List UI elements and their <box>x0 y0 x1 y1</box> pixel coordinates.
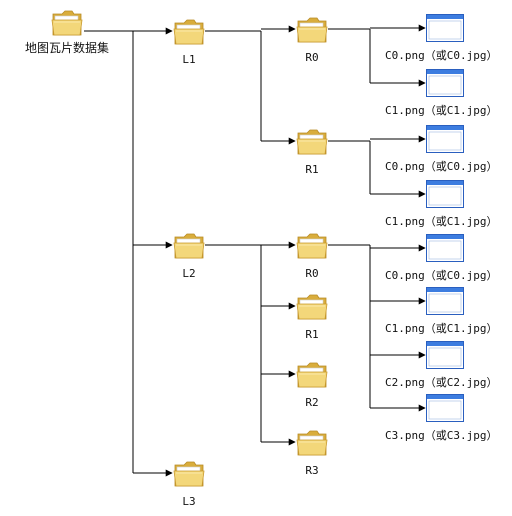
folder-icon <box>296 294 328 320</box>
file-label: C0.png（或C0.jpg） <box>385 269 498 282</box>
folder-icon <box>296 129 328 155</box>
image-file-icon <box>426 341 464 369</box>
folder-icon <box>173 461 205 487</box>
row-label-r2: R2 <box>305 396 319 409</box>
level-label-l1: L1 <box>182 53 196 66</box>
file-label: C1.png（或C1.jpg） <box>385 322 498 335</box>
file-label: C0.png（或C0.jpg） <box>385 49 498 62</box>
level-label-l2: L2 <box>182 267 196 280</box>
image-file-icon <box>426 394 464 422</box>
image-file-icon <box>426 125 464 153</box>
file-label: C0.png（或C0.jpg） <box>385 160 498 173</box>
node-icons <box>51 10 464 487</box>
folder-icon <box>296 233 328 259</box>
file-label: C1.png（或C1.jpg） <box>385 104 498 117</box>
image-file-icon <box>426 287 464 315</box>
file-label: C3.png（或C3.jpg） <box>385 429 498 442</box>
row-label-r3: R3 <box>305 464 319 477</box>
image-file-icon <box>426 180 464 208</box>
folder-icon <box>296 362 328 388</box>
folder-icon <box>51 10 83 36</box>
row-label-r0: R0 <box>305 267 319 280</box>
folder-icon <box>296 430 328 456</box>
file-label: C2.png（或C2.jpg） <box>385 376 498 389</box>
folder-icon <box>173 19 205 45</box>
folder-icon <box>296 17 328 43</box>
image-file-icon <box>426 69 464 97</box>
level-label-l3: L3 <box>182 495 196 508</box>
folder-icon <box>173 233 205 259</box>
row-label-r0: R0 <box>305 51 319 64</box>
root-label: 地图瓦片数据集 <box>24 41 110 55</box>
image-file-icon <box>426 14 464 42</box>
row-label-r1: R1 <box>305 328 319 341</box>
file-label: C1.png（或C1.jpg） <box>385 215 498 228</box>
image-file-icon <box>426 234 464 262</box>
row-label-r1: R1 <box>305 163 319 176</box>
connector-lines <box>84 24 426 477</box>
